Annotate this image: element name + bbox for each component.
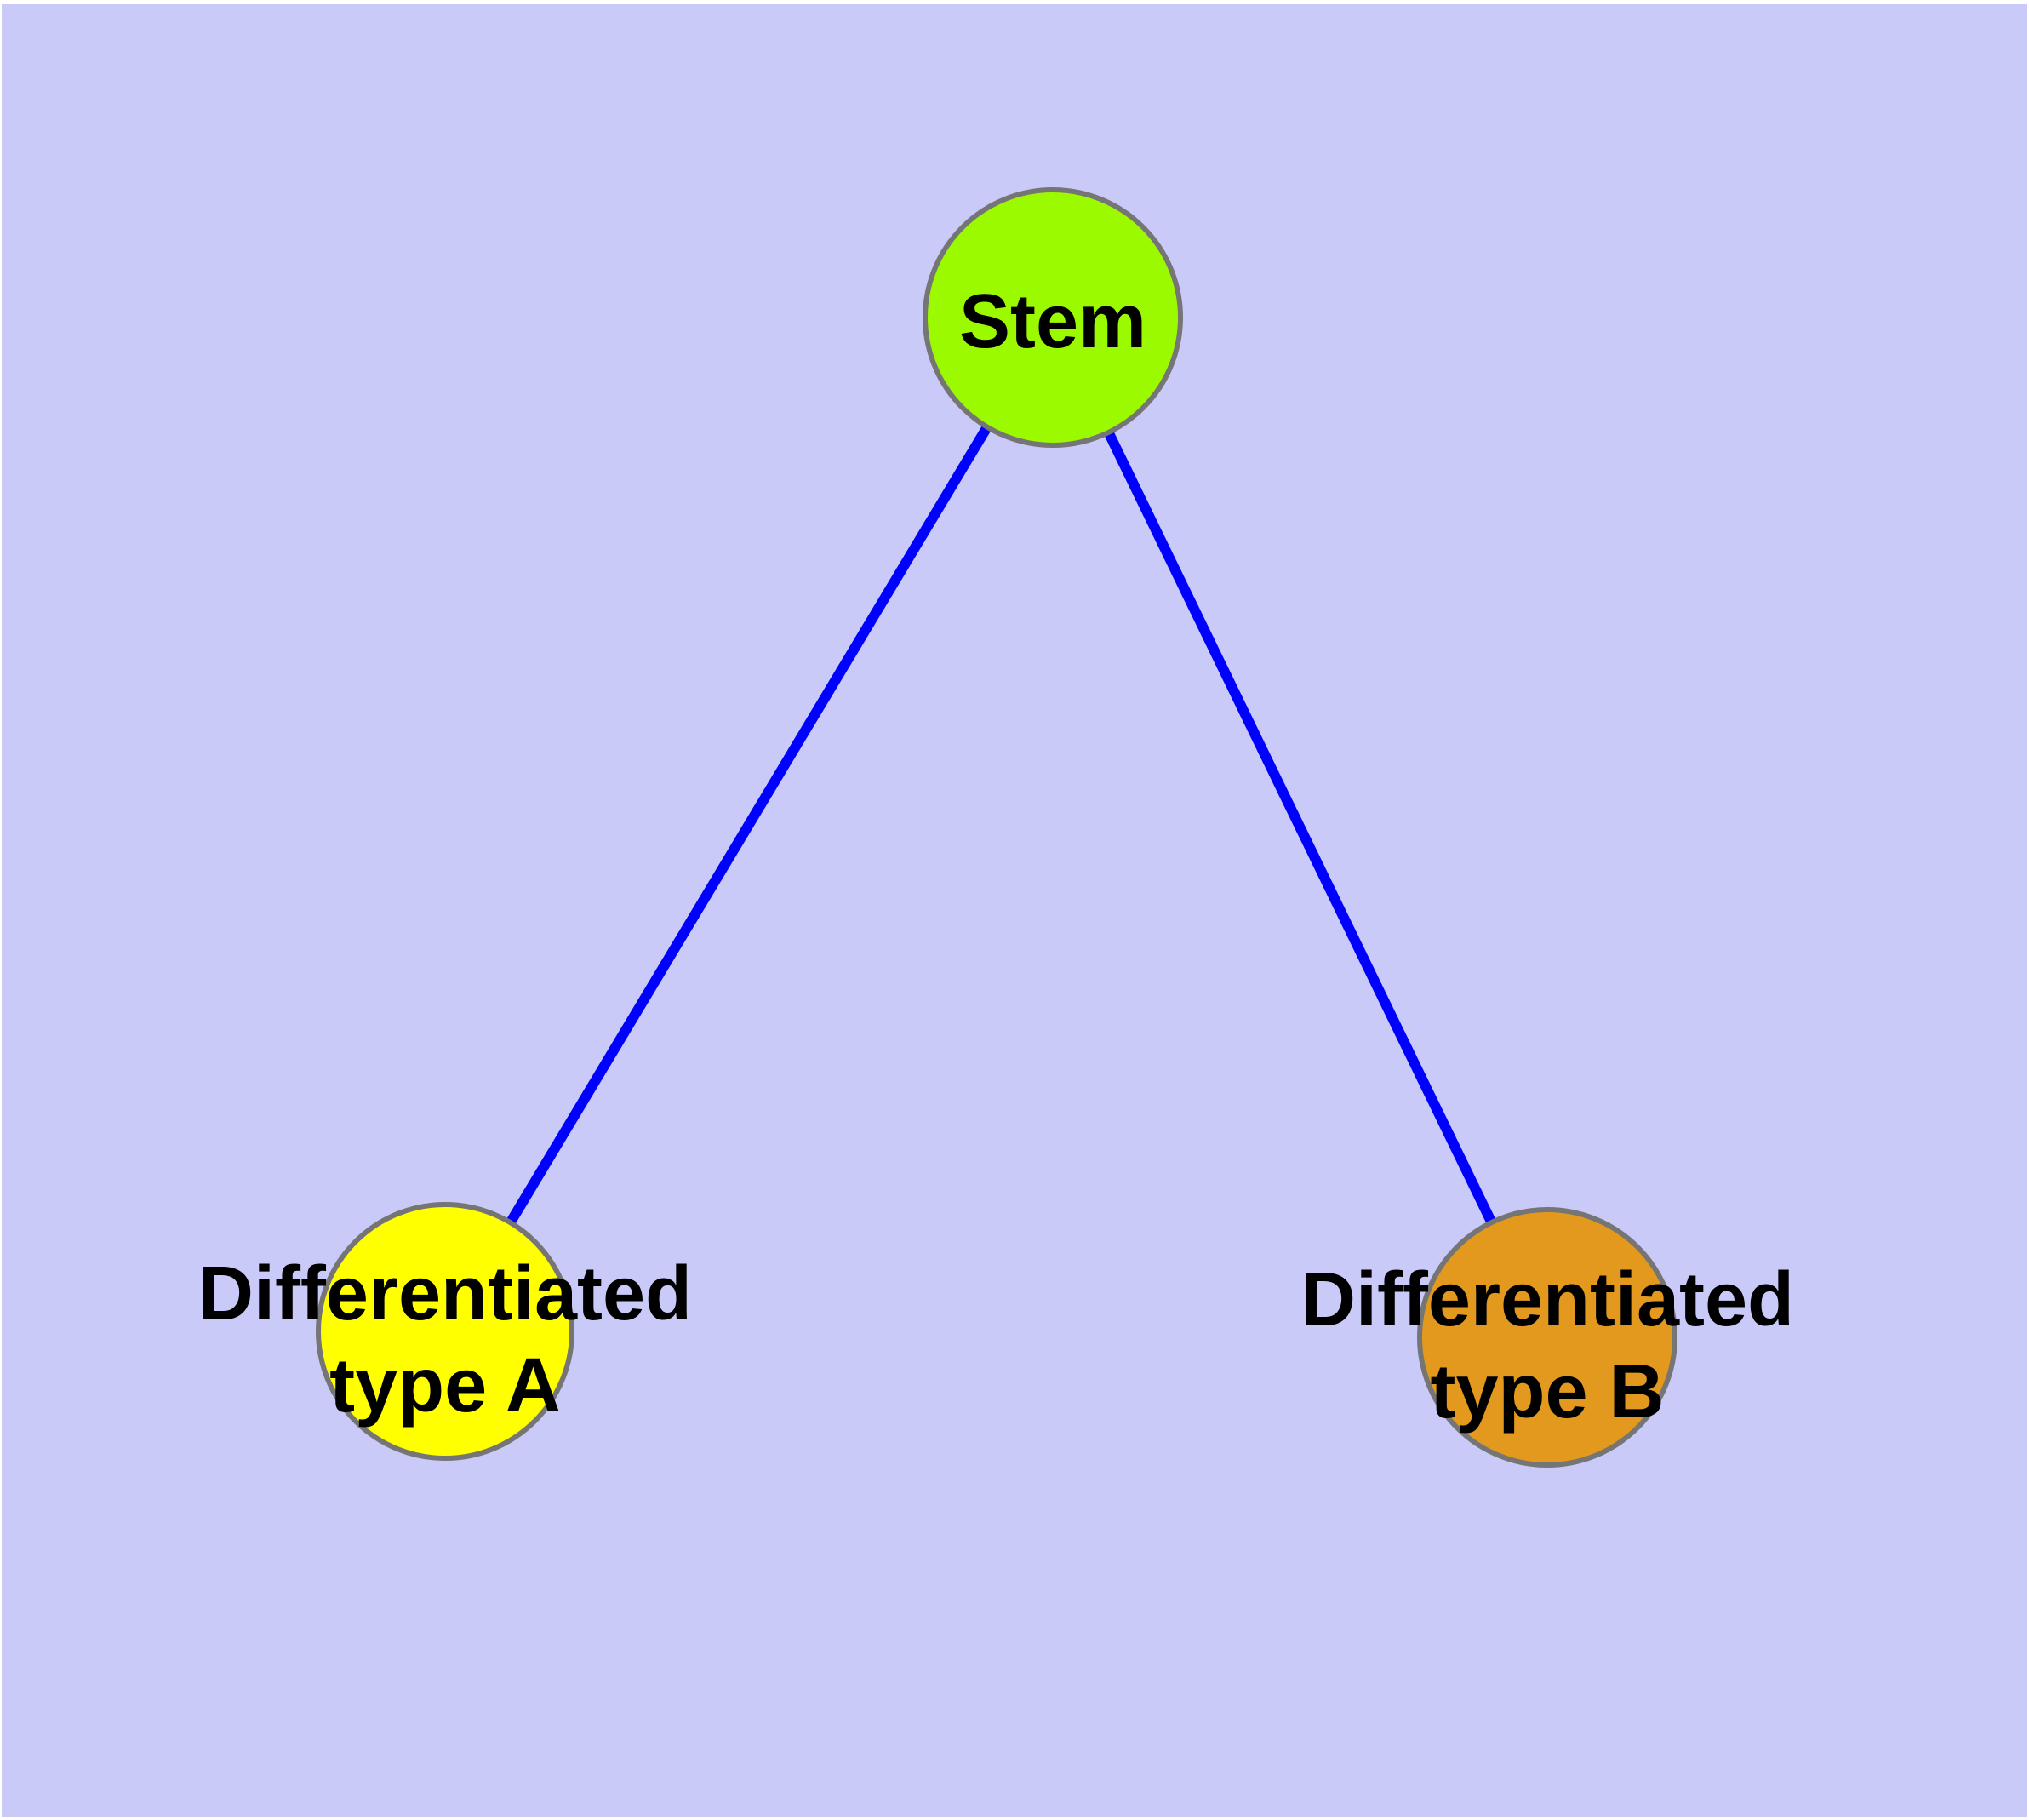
stem-node-circle [923,187,1183,448]
type-a-node-circle [316,1202,574,1461]
stem-node-label-line: Stem [959,279,1146,364]
type-b-node-label-line-1: Differentiated [1300,1257,1794,1342]
edge-stem-to-type-b [1048,315,1552,1340]
type-b-node-circle [1417,1207,1677,1468]
type-a-node-label-line-1: Differentiated [198,1251,692,1336]
stem-node-label: Stem [959,279,1146,364]
type-a-node-label-line-2: type A [329,1343,561,1428]
type-b-node-label-line-2: type B [1430,1349,1664,1434]
edge-stem-to-type-a [440,314,1058,1335]
